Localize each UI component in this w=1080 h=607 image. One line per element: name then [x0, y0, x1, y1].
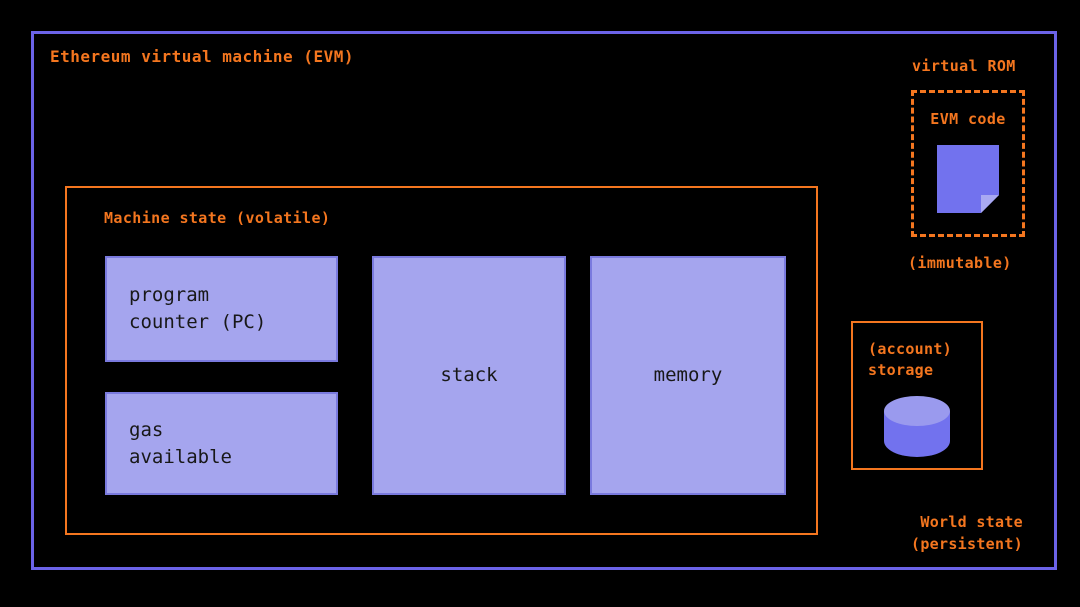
- account-storage-label: (account) storage: [868, 340, 952, 380]
- machine-state-container: [65, 186, 818, 535]
- world-state-caption: World state (persistent): [911, 513, 1023, 553]
- virtual-rom-title: virtual ROM: [912, 57, 1016, 75]
- gas-available-box: gas available: [105, 392, 338, 495]
- memory-label: memory: [653, 364, 723, 387]
- stack-label: stack: [440, 364, 498, 387]
- document-icon: [937, 145, 999, 213]
- evm-code-container: EVM code: [911, 90, 1025, 237]
- evm-code-label: EVM code: [930, 110, 1006, 128]
- stack-box: stack: [372, 256, 566, 495]
- evm-container: [31, 31, 1057, 570]
- program-counter-label: program counter (PC): [129, 284, 267, 333]
- evm-title: Ethereum virtual machine (EVM): [50, 47, 354, 66]
- account-storage-container: (account) storage: [851, 321, 983, 470]
- machine-state-title: Machine state (volatile): [104, 209, 331, 227]
- gas-available-label: gas available: [129, 418, 232, 468]
- immutable-caption: (immutable): [908, 254, 1012, 272]
- memory-box: memory: [590, 256, 786, 495]
- database-cylinder-icon: [884, 396, 950, 457]
- program-counter-box: program counter (PC): [105, 256, 338, 362]
